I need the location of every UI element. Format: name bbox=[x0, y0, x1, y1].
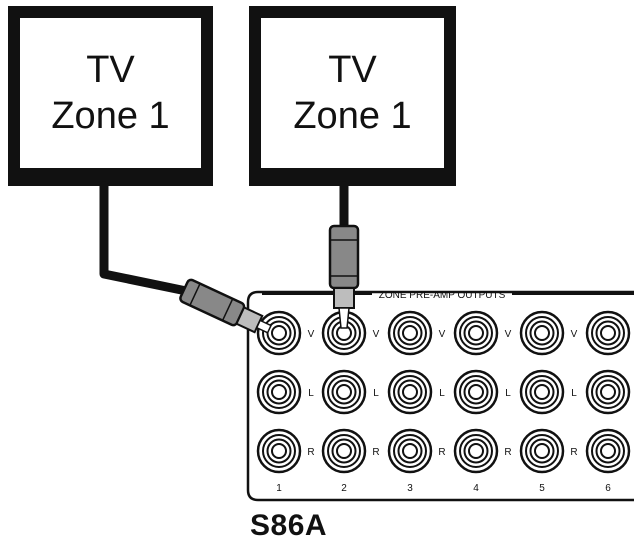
tv-zone-label: Zone 1 bbox=[293, 95, 412, 137]
row-label-l: L bbox=[571, 388, 577, 399]
cable-left bbox=[99, 181, 201, 298]
tv-zone1-left: TV Zone 1 bbox=[8, 6, 213, 180]
row-label-v: V bbox=[373, 329, 380, 340]
jack-v-5 bbox=[519, 310, 565, 356]
jack-v-1 bbox=[256, 310, 302, 356]
jack-l-2 bbox=[321, 369, 367, 415]
jack-r-1 bbox=[256, 428, 302, 474]
jack-r-3 bbox=[387, 428, 433, 474]
tv-zone1-right: TV Zone 1 bbox=[249, 6, 456, 180]
row-label-l: L bbox=[308, 388, 314, 399]
jack-l-3 bbox=[387, 369, 433, 415]
row-label-l: L bbox=[439, 388, 445, 399]
row-label-r: R bbox=[438, 447, 445, 458]
row-label-r: R bbox=[307, 447, 314, 458]
row-label-v: V bbox=[571, 329, 578, 340]
model-label: S86A bbox=[250, 509, 328, 542]
tv-label: TV bbox=[86, 49, 135, 91]
jack-v-6 bbox=[585, 310, 631, 356]
tv-zone-label: Zone 1 bbox=[51, 95, 170, 137]
jack-l-6 bbox=[585, 369, 631, 415]
jack-r-4 bbox=[453, 428, 499, 474]
row-label-l: L bbox=[505, 388, 511, 399]
row-label-r: R bbox=[570, 447, 577, 458]
jack-r-6 bbox=[585, 428, 631, 474]
panel-header: ZONE PRE-AMP OUTPUTS bbox=[379, 290, 506, 301]
rca-plug-left bbox=[179, 278, 273, 334]
column-label-1: 1 bbox=[276, 483, 282, 494]
jack-v-4 bbox=[453, 310, 499, 356]
column-label-4: 4 bbox=[473, 483, 479, 494]
jack-l-5 bbox=[519, 369, 565, 415]
jack-l-1 bbox=[256, 369, 302, 415]
column-label-3: 3 bbox=[407, 483, 413, 494]
row-label-v: V bbox=[308, 329, 315, 340]
column-label-6: 6 bbox=[605, 483, 611, 494]
row-label-v: V bbox=[505, 329, 512, 340]
row-label-v: V bbox=[439, 329, 446, 340]
tv-label: TV bbox=[328, 49, 377, 91]
row-label-r: R bbox=[504, 447, 511, 458]
jack-v-3 bbox=[387, 310, 433, 356]
jack-r-5 bbox=[519, 428, 565, 474]
jack-l-4 bbox=[453, 369, 499, 415]
row-label-l: L bbox=[373, 388, 379, 399]
column-label-2: 2 bbox=[341, 483, 347, 494]
rca-plug-right bbox=[328, 224, 360, 329]
column-label-5: 5 bbox=[539, 483, 545, 494]
row-label-r: R bbox=[372, 447, 379, 458]
jack-r-2 bbox=[321, 428, 367, 474]
